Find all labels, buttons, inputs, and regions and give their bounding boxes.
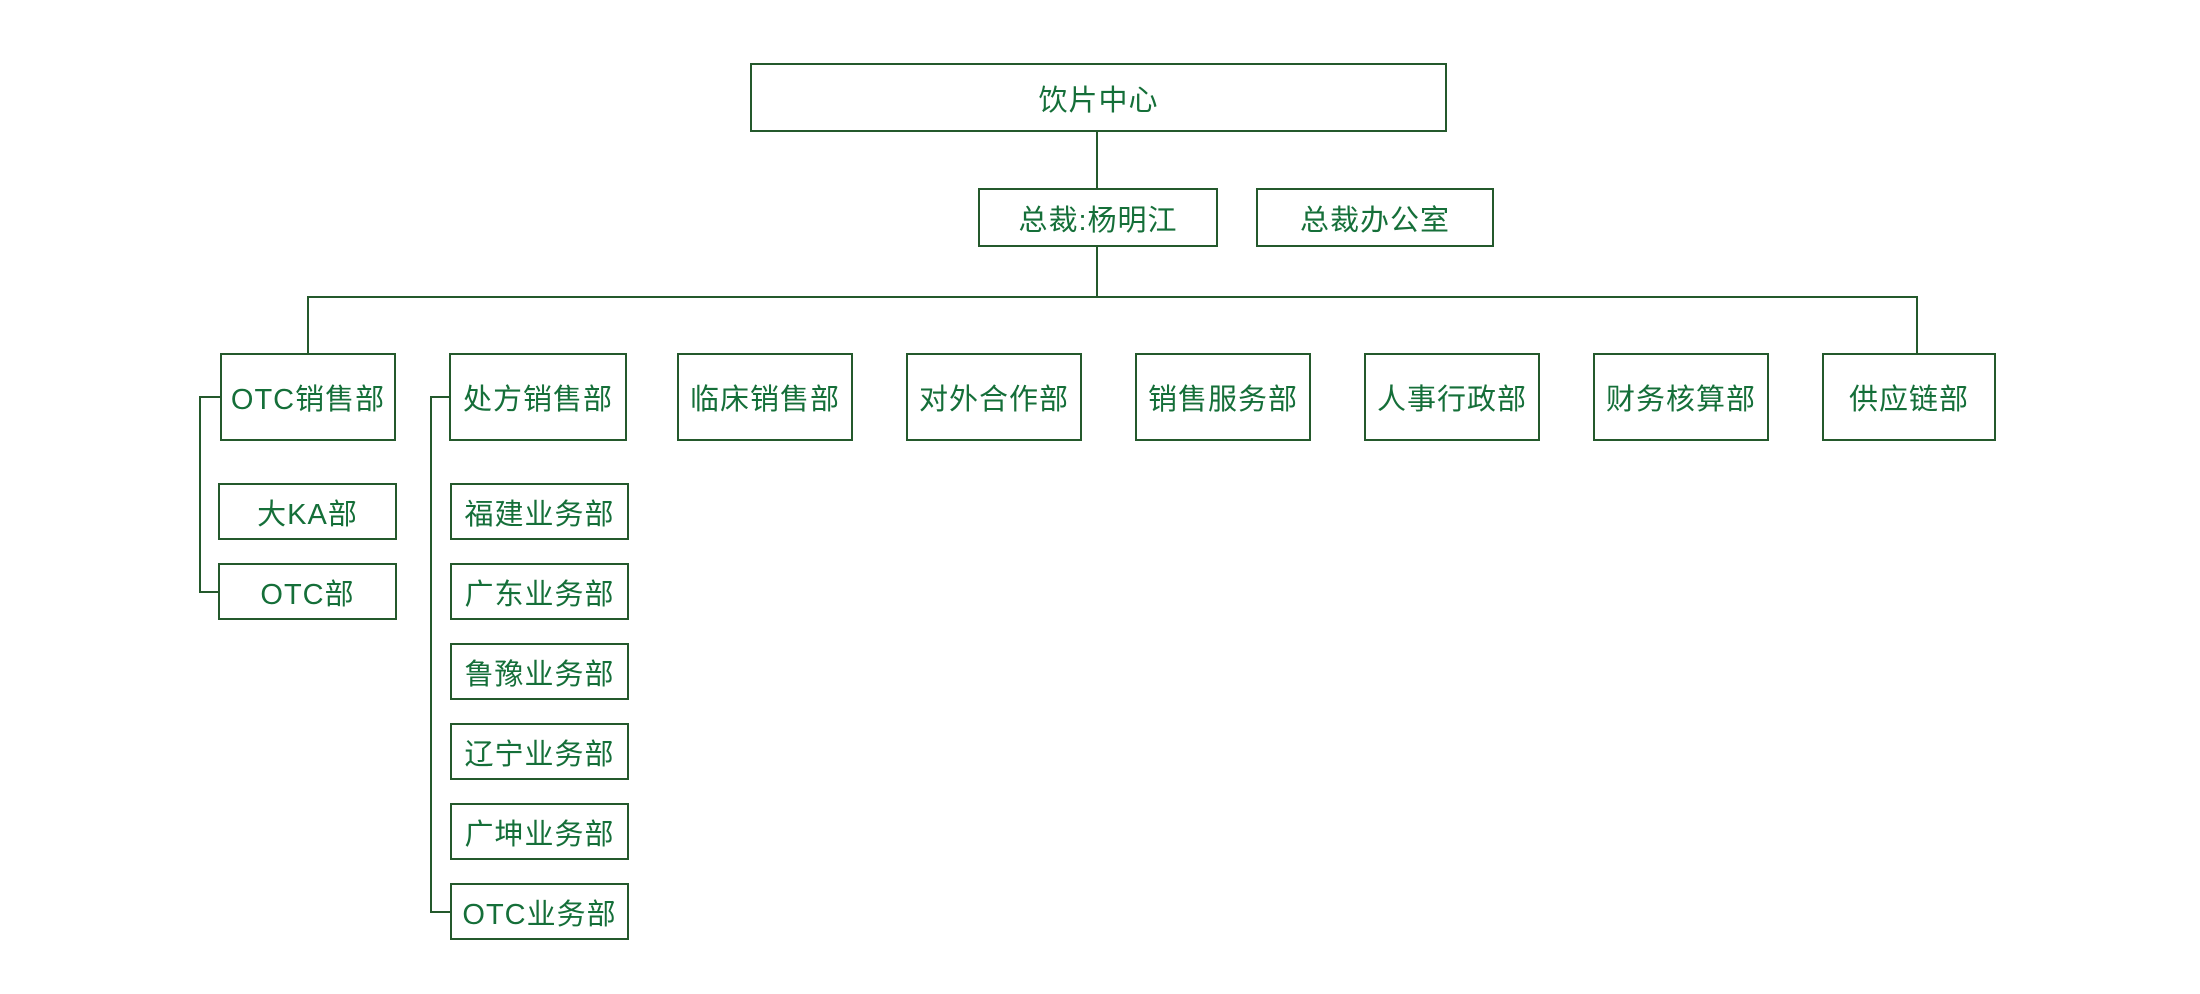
org-node-liaoning-business-dept[interactable]: 辽宁业务部 [450,723,629,780]
org-node-president[interactable]: 总裁:杨明江 [978,188,1218,247]
org-node-otc-business-dept-label: OTC业务部 [462,898,617,931]
connector-president-to-bus [1096,247,1098,298]
org-node-root-label: 饮片中心 [1038,84,1159,117]
connector-root-to-president [1096,132,1098,188]
connector-bracket-otc-bottom-stub [199,591,218,593]
org-node-finance-accounting-dept-label: 财务核算部 [1605,384,1756,416]
org-node-guangdong-business-dept-label: 广东业务部 [464,578,615,611]
org-node-luyu-business-dept[interactable]: 鲁豫业务部 [450,643,629,700]
org-node-president-office-label: 总裁办公室 [1299,204,1450,237]
org-node-hr-admin-dept-label: 人事行政部 [1376,384,1527,416]
org-node-external-cooperation-dept[interactable]: 对外合作部 [906,353,1082,441]
org-node-clinical-sales-dept[interactable]: 临床销售部 [677,353,853,441]
org-node-prescription-sales-dept[interactable]: 处方销售部 [449,353,627,441]
org-node-president-label: 总裁:杨明江 [1018,204,1178,237]
org-node-major-ka-dept[interactable]: 大KA部 [218,483,397,540]
org-node-guangkun-business-dept[interactable]: 广坤业务部 [450,803,629,860]
connector-bracket-rx-top-stub [430,396,451,398]
org-node-sales-service-dept-label: 销售服务部 [1147,384,1298,416]
org-node-external-cooperation-dept-label: 对外合作部 [918,384,1069,416]
org-node-guangdong-business-dept[interactable]: 广东业务部 [450,563,629,620]
org-node-otc-dept[interactable]: OTC部 [218,563,397,620]
org-node-fujian-business-dept-label: 福建业务部 [464,498,615,531]
org-node-hr-admin-dept[interactable]: 人事行政部 [1364,353,1540,441]
org-node-otc-business-dept[interactable]: OTC业务部 [450,883,629,940]
org-node-supply-chain-dept[interactable]: 供应链部 [1822,353,1996,441]
org-node-guangkun-business-dept-label: 广坤业务部 [464,818,615,851]
connector-drop-otc-sales-dept [307,296,309,354]
org-node-finance-accounting-dept[interactable]: 财务核算部 [1593,353,1769,441]
connector-bracket-rx-vertical [430,396,432,913]
connector-bracket-rx-bottom-stub [430,911,450,913]
org-node-otc-sales-dept[interactable]: OTC销售部 [220,353,396,441]
org-node-supply-chain-dept-label: 供应链部 [1848,384,1969,416]
org-node-liaoning-business-dept-label: 辽宁业务部 [464,738,615,771]
org-node-root[interactable]: 饮片中心 [750,63,1447,132]
connector-bracket-otc-top-stub [199,396,220,398]
org-node-clinical-sales-dept-label: 临床销售部 [689,384,840,416]
connector-drop-supply-chain-dept [1916,296,1918,354]
org-node-sales-service-dept[interactable]: 销售服务部 [1135,353,1311,441]
connector-bus-horizontal [307,296,1918,298]
org-node-president-office[interactable]: 总裁办公室 [1256,188,1494,247]
org-node-fujian-business-dept[interactable]: 福建业务部 [450,483,629,540]
org-node-prescription-sales-dept-label: 处方销售部 [462,384,613,416]
org-node-otc-dept-label: OTC部 [260,578,355,611]
connector-bracket-otc-vertical [199,396,201,593]
org-node-major-ka-dept-label: 大KA部 [257,498,358,531]
org-node-luyu-business-dept-label: 鲁豫业务部 [464,658,615,691]
org-node-otc-sales-dept-label: OTC销售部 [230,384,386,416]
